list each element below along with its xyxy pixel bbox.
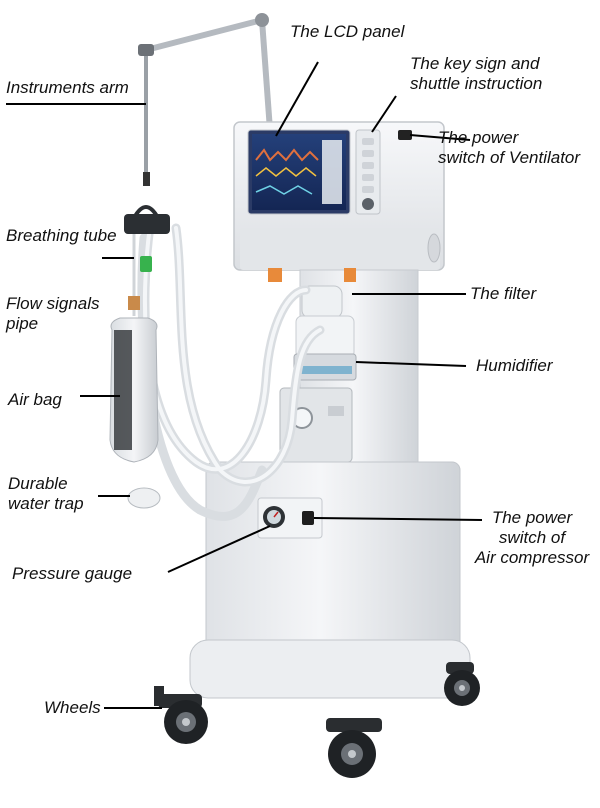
pressure-gauge-label: Pressure gauge	[12, 564, 133, 583]
filter	[295, 285, 355, 359]
leader-pressure-gauge	[167, 525, 271, 573]
wheels	[154, 662, 480, 778]
key-button[interactable]	[362, 138, 374, 145]
lcd-panel-label: The LCD panel	[290, 22, 405, 41]
key-button[interactable]	[362, 150, 374, 157]
ventilator-power-switch[interactable]	[398, 130, 412, 140]
breathing-tube-label: Breathing tube	[6, 226, 117, 245]
pressure-gauge	[263, 506, 285, 528]
wheel	[158, 694, 208, 744]
leader-power-compressor	[313, 517, 483, 521]
base-cabinet	[189, 461, 471, 699]
wheel	[154, 686, 164, 706]
leader-humidifier	[355, 361, 467, 367]
leader-key-sign	[371, 95, 397, 133]
leader-power-ventilator	[409, 134, 471, 141]
lcd-panel	[247, 129, 351, 215]
key-sign-panel	[355, 129, 381, 215]
air-compressor-switch[interactable]	[302, 511, 314, 525]
instruments-arm-label: Instruments arm	[6, 78, 129, 97]
air-bag	[109, 317, 159, 463]
key-button[interactable]	[362, 162, 374, 169]
water-trap-label: Durable water trap	[8, 474, 84, 513]
power-switch-compressor-label: The power switch of Air compressor	[474, 508, 590, 567]
humidifier-label: Humidifier	[476, 356, 553, 375]
filter-label: The filter	[470, 284, 537, 303]
key-sign-label: The key sign and shuttle instruction	[410, 54, 543, 93]
key-button[interactable]	[362, 174, 374, 181]
flow-signals-pipe-label: Flow signals pipe	[6, 294, 100, 333]
water-trap	[127, 487, 161, 509]
leader-lines	[6, 61, 483, 709]
humidifier	[279, 353, 357, 463]
flow-signals-pipe	[128, 234, 140, 316]
leader-lcd-panel	[275, 61, 319, 137]
key-button[interactable]	[362, 186, 374, 193]
breathing-tube-holder	[124, 205, 170, 272]
wheel	[326, 718, 382, 778]
air-bag-label: Air bag	[8, 390, 62, 409]
power-switch-ventilator-label: The power switch of Ventilator	[438, 128, 581, 167]
wheel	[444, 662, 480, 706]
instruments-arm	[138, 13, 273, 186]
wheels-label: Wheels	[44, 698, 101, 717]
shuttle-knob[interactable]	[362, 198, 374, 210]
